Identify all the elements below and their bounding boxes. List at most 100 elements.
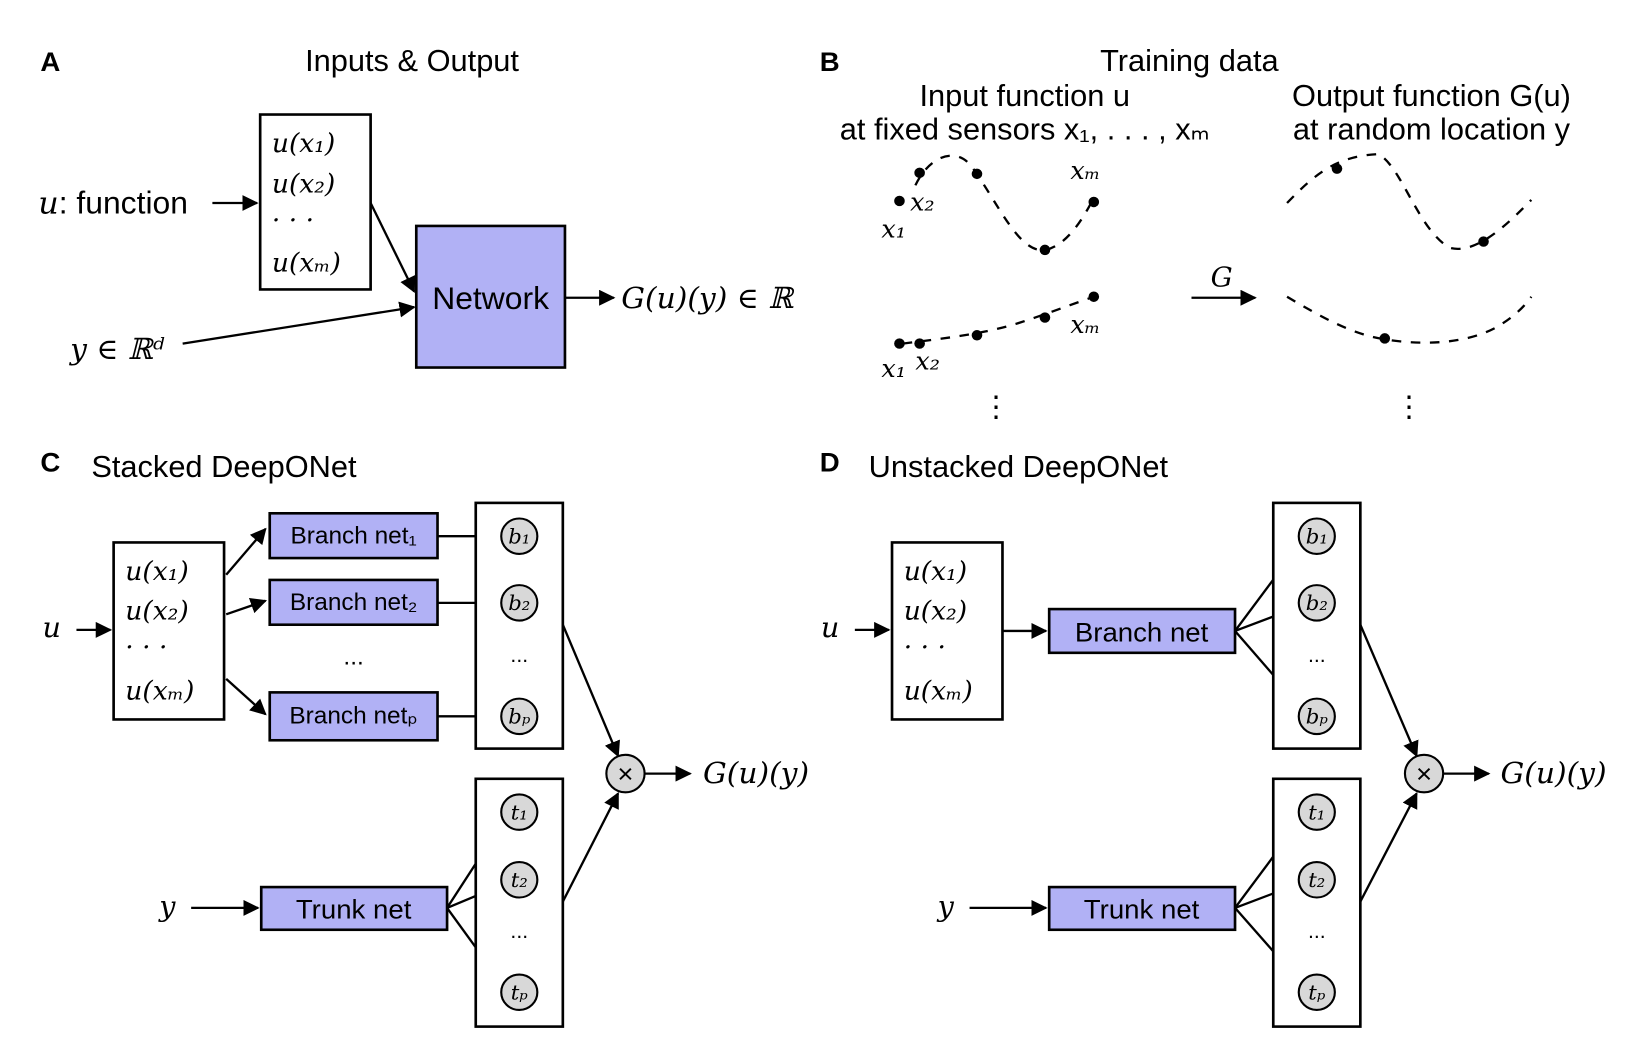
node-t1 bbox=[500, 793, 539, 831]
trunk-net-label: Trunk net bbox=[1084, 894, 1200, 925]
branch-net-p bbox=[268, 691, 439, 742]
sensor-value: · · · bbox=[272, 206, 314, 236]
sensor-point bbox=[894, 338, 905, 349]
input-var-u: u bbox=[821, 611, 839, 644]
node-b1-label: b₁ bbox=[1306, 524, 1328, 549]
network-label: Network bbox=[432, 281, 549, 317]
sensor-point bbox=[1088, 196, 1100, 208]
sensor-point bbox=[1039, 244, 1051, 256]
branch-net-label: Branch net bbox=[1075, 617, 1209, 648]
output-point bbox=[1331, 163, 1343, 174]
arrow-branch-to-product bbox=[1359, 624, 1419, 758]
panel-a-title: Inputs & Output bbox=[305, 44, 519, 78]
panel-a-letter: A bbox=[40, 46, 60, 77]
node-bp bbox=[500, 697, 539, 736]
sensor-box-a bbox=[258, 113, 372, 291]
sensor-value: · · · bbox=[125, 633, 167, 663]
output-label-d: G(u)(y) bbox=[1501, 756, 1607, 790]
sensor-value: u(x₂) bbox=[904, 597, 967, 627]
node-tp-label: tₚ bbox=[1308, 980, 1325, 1005]
node-ellipsis: ... bbox=[510, 920, 528, 943]
trunk-net bbox=[259, 885, 449, 932]
sensor-value: u(x₂) bbox=[125, 597, 188, 627]
arrow-branch-to-product bbox=[561, 624, 620, 758]
panel-d-title: Unstacked DeepONet bbox=[869, 450, 1169, 484]
input-curve-2 bbox=[902, 295, 1095, 345]
node-tp bbox=[500, 973, 539, 1011]
arrow-to-branch-p bbox=[225, 678, 267, 716]
point-label-x2: x₂ bbox=[915, 347, 940, 376]
sensor-value: u(xₘ) bbox=[904, 677, 973, 707]
point-label-x1: x₁ bbox=[881, 354, 906, 383]
branch-net-p-label: Branch netₚ bbox=[289, 703, 418, 730]
panel-a: A Inputs & Output u: function u(x₁) u(x₂… bbox=[38, 44, 795, 369]
point-label-xm: xₘ bbox=[1070, 310, 1100, 339]
point-label-xm: xₘ bbox=[1070, 156, 1100, 185]
node-tp bbox=[1297, 973, 1336, 1011]
panel-c-title: Stacked DeepONet bbox=[91, 450, 357, 484]
output-point bbox=[1379, 333, 1391, 344]
node-t2 bbox=[1297, 861, 1336, 899]
input-heading-1: Input function u bbox=[920, 79, 1131, 113]
node-b1 bbox=[1297, 517, 1336, 555]
panel-b: B Training data Input function u at fixe… bbox=[820, 44, 1571, 423]
sensor-point bbox=[971, 330, 983, 341]
node-b2-label: b₂ bbox=[508, 590, 530, 615]
input-function-label: u: function bbox=[38, 185, 188, 222]
panel-d: D Unstacked DeepONet u u(x₁) u(x₂) · · ·… bbox=[820, 447, 1607, 1028]
node-b2 bbox=[500, 584, 539, 622]
sensor-box-c bbox=[112, 541, 226, 721]
input-curve-1 bbox=[914, 154, 1095, 252]
node-t1 bbox=[1297, 793, 1336, 831]
sensor-value: u(x₁) bbox=[272, 129, 335, 159]
sensor-point bbox=[894, 195, 905, 207]
panel-c: C Stacked DeepONet u u(x₁) u(x₂) · · · u… bbox=[40, 447, 809, 1028]
arrow-sensors-to-network bbox=[369, 202, 416, 293]
trunk-net bbox=[1047, 885, 1237, 932]
product-symbol: × bbox=[1416, 758, 1432, 789]
sensor-value: u(xₘ) bbox=[272, 249, 341, 279]
sensor-box-d bbox=[890, 541, 1004, 721]
node-bp-label: bₚ bbox=[508, 704, 530, 729]
branch-ellipsis: ... bbox=[343, 643, 363, 670]
node-ellipsis: ... bbox=[1308, 644, 1326, 667]
product-symbol: × bbox=[617, 758, 633, 789]
arrow-trunk-to-product bbox=[1359, 791, 1418, 903]
branch-net-2-label: Branch net₂ bbox=[290, 589, 418, 616]
node-t1-label: t₁ bbox=[1308, 800, 1325, 825]
sensor-point bbox=[971, 168, 983, 180]
output-curve-1 bbox=[1286, 152, 1533, 251]
sensor-point bbox=[914, 167, 925, 179]
sensor-value: u(xₘ) bbox=[125, 677, 194, 707]
arrow-to-branch-2 bbox=[225, 597, 268, 616]
panel-b-title: Training data bbox=[1100, 44, 1279, 78]
input-var-u: u bbox=[42, 611, 60, 644]
sensor-point bbox=[1088, 291, 1100, 302]
arrow-trunk-to-product bbox=[561, 791, 620, 903]
point-label-x1: x₁ bbox=[881, 215, 906, 244]
branch-net-2 bbox=[268, 578, 439, 627]
branch-net-1-label: Branch net₁ bbox=[290, 523, 416, 550]
network-box bbox=[414, 224, 567, 369]
output-point bbox=[1478, 236, 1489, 247]
node-bp bbox=[1297, 697, 1336, 736]
sensor-value: u(x₁) bbox=[125, 557, 188, 587]
node-bp-label: bₚ bbox=[1306, 704, 1328, 729]
sensor-value: · · · bbox=[904, 633, 946, 663]
node-ellipsis: ... bbox=[1308, 920, 1326, 943]
node-ellipsis: ... bbox=[510, 644, 528, 667]
node-t2-label: t₂ bbox=[1308, 867, 1325, 892]
point-label-x2: x₂ bbox=[910, 188, 935, 217]
node-t2-label: t₂ bbox=[511, 867, 528, 892]
sensor-value: u(x₁) bbox=[904, 557, 967, 587]
trunk-input-y: y bbox=[936, 890, 955, 923]
arrow-y-to-network bbox=[182, 301, 416, 345]
node-b1 bbox=[500, 517, 539, 555]
output-label-a: G(u)(y) ∈ ℝ bbox=[621, 281, 795, 315]
node-b2-label: b₂ bbox=[1306, 590, 1328, 615]
sensor-point bbox=[914, 338, 925, 349]
arrow-to-branch-1 bbox=[225, 527, 267, 576]
y-input-label: y ∈ ℝᵈ bbox=[68, 332, 165, 366]
output-vdots: ⋮ bbox=[1394, 391, 1424, 424]
